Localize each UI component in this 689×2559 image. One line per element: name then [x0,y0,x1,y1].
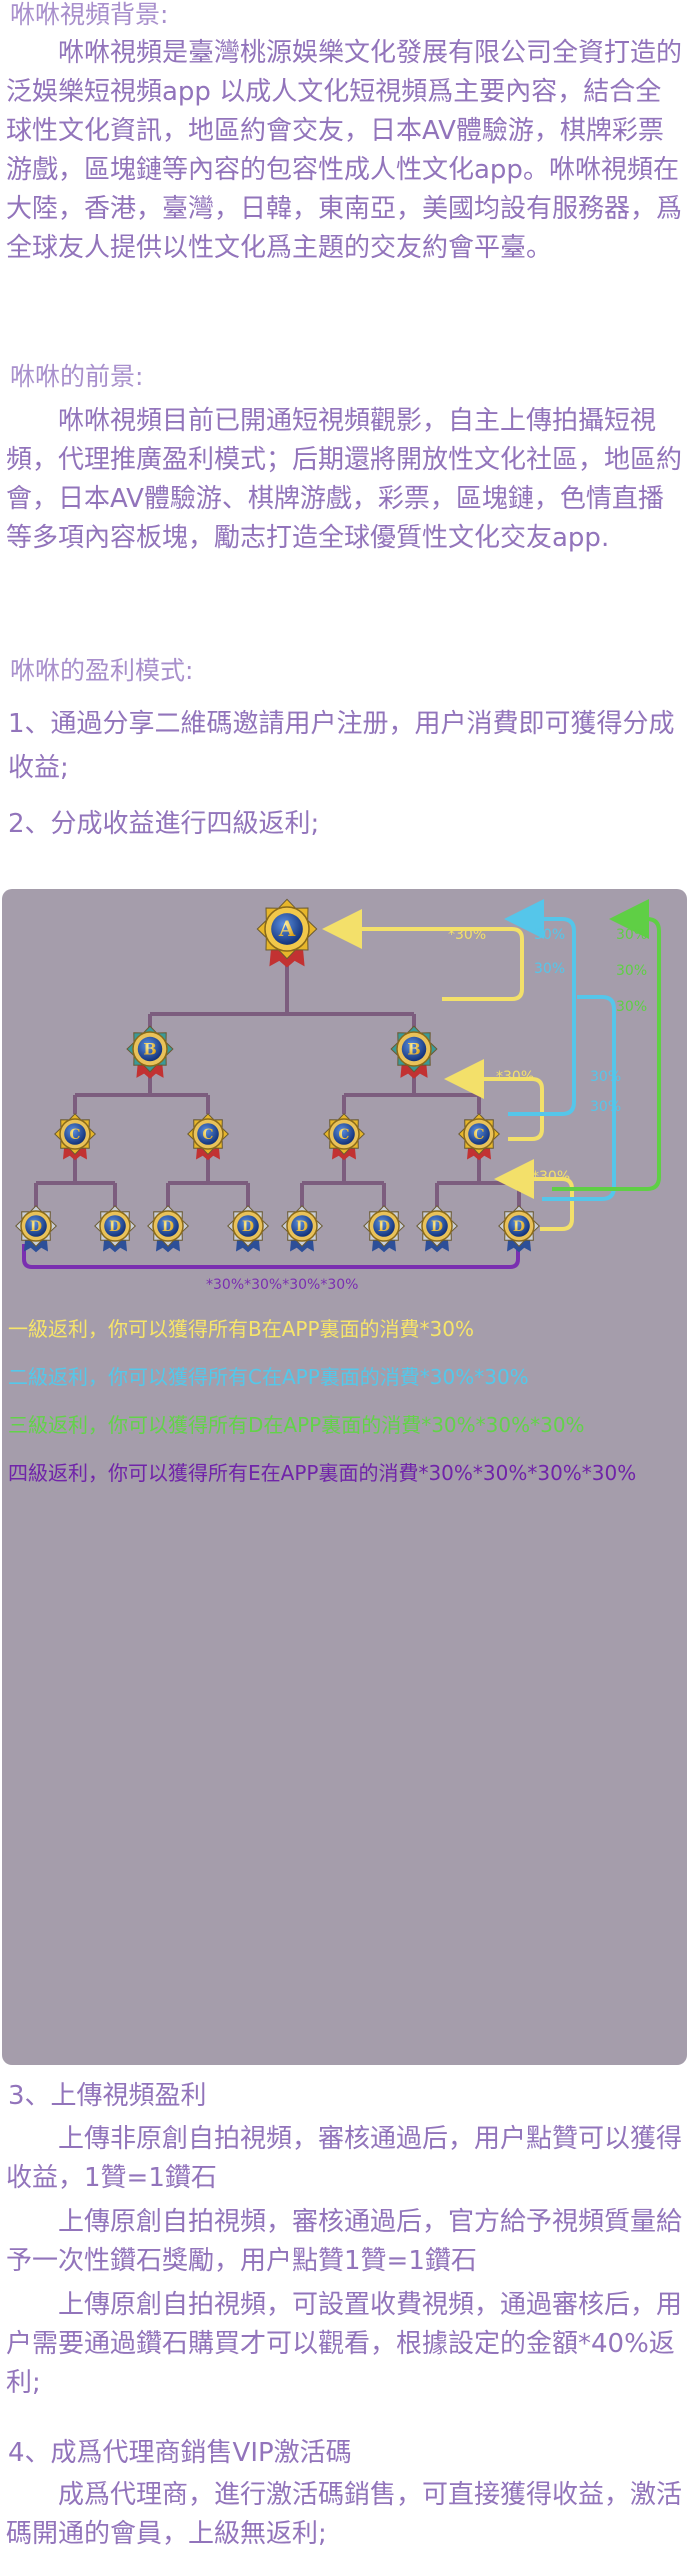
medal-face [157,1215,179,1237]
medal-c-5: C [323,1113,366,1161]
background-paragraph: 咻咻視頻是臺灣桃源娛樂文化發展有限公司全資打造的泛娛樂短視頻app 以成人文化短… [6,38,683,263]
profit-item-2: 2、分成收益進行四級返利; [8,809,320,839]
rebate-tree-diagram: A B B C C C C D D D D D D D D *30% *30% *30% 30% 30% 3… [15,898,661,1293]
medal-face [468,1123,490,1145]
label-yellow-low: *30% [532,1169,570,1185]
profit-heading: 咻咻的盈利模式: [10,656,194,685]
prospect-paragraph: 咻咻視頻目前已開通短視頻觀影，自主上傳拍攝短視頻，代理推廣盈利模式；后期還將開放… [6,406,683,553]
medal-c-6: C [458,1113,501,1161]
medal-letter: C [338,1127,349,1143]
medal-d-11: D [281,1205,324,1253]
medal-face [237,1215,259,1237]
medal-letter: C [202,1127,213,1143]
medal-letter: D [162,1219,174,1235]
agent-line-1: 成爲代理商，進行激活碼銷售，可直接獲得收益，激活碼開通的會員，上級無返利; [6,2480,683,2549]
level-3-text: 三級返利，你可以獲得所有D在APP裏面的消費*30%*30%*30% [8,1413,585,1437]
medal-face [25,1215,47,1237]
label-green-1: 30% [616,927,647,943]
medal-letter: C [473,1127,484,1143]
medal-letter: A [278,916,296,941]
medal-d-8: D [94,1205,137,1253]
faded-watermark-text [10,1505,670,1661]
label-green-2: 30% [616,963,647,979]
medal-face [104,1215,126,1237]
medal-d-14: D [498,1205,541,1253]
label-blue-2: 30% [534,961,565,977]
level-2-text: 二級返利，你可以獲得所有C在APP裏面的消費*30%*30% [8,1365,529,1389]
medal-face [64,1123,86,1145]
medal-letter: D [378,1219,390,1235]
medal-face [508,1215,530,1237]
medal-face [291,1215,313,1237]
rebate-diagram-panel: A B B C C C C D D D D D D D D *30% *30% *30% 30% 30% 3… [2,889,687,2065]
tree-connectors [34,949,521,1209]
medal-face [137,1036,163,1062]
label-blue-1: 30% [534,927,565,943]
upload-heading: 3、上傳視頻盈利 [8,2081,207,2111]
medal-letter: D [513,1219,525,1235]
label-yellow-top: *30% [448,927,486,943]
label-blue-3: 30% [590,1069,621,1085]
green-arrows [552,899,661,1191]
medal-letter: B [143,1039,157,1058]
medal-letter: D [109,1219,121,1235]
medal-letter: D [242,1219,254,1235]
medal-c-3: C [54,1113,97,1161]
upload-line-2: 上傳原創自拍視頻，審核通過后，官方給予視頻質量給予一次性鑽石獎勵，用户點贊1贊=… [6,2207,683,2276]
label-green-3: 30% [616,999,647,1015]
medal-face [271,913,303,945]
prospect-heading: 咻咻的前景: [10,362,144,391]
medal-b-2: B [390,1025,438,1079]
level-4-text: 四級返利，你可以獲得所有E在APP裏面的消費*30%*30%*30%*30% [8,1461,637,1485]
label-yellow-mid: *30% [496,1069,534,1085]
medal-face [426,1215,448,1237]
medal-face [333,1123,355,1145]
medal-a-0: A [256,898,318,968]
medal-letter: C [69,1127,80,1143]
profit-item-1: 1、通過分享二維碼邀請用户注册，用户消費即可獲得分成收益; [8,709,675,783]
medals: A B B C C C C D D D D D D D D [15,898,541,1253]
label-blue-4: 30% [590,1099,621,1115]
medal-d-9: D [147,1205,190,1253]
medal-face [373,1215,395,1237]
medal-b-1: B [126,1025,174,1079]
medal-d-12: D [363,1205,406,1253]
blue-arrows [504,899,616,1201]
medal-d-7: D [15,1205,58,1253]
level-1-text: 一級返利，你可以獲得所有B在APP裏面的消費*30% [8,1317,474,1341]
medal-letter: D [431,1219,443,1235]
label-bottom: *30%*30%*30%*30% [206,1277,358,1293]
medal-face [197,1123,219,1145]
medal-letter: D [30,1219,42,1235]
medal-d-10: D [227,1205,270,1253]
medal-d-13: D [416,1205,459,1253]
background-heading: 咻咻視頻背景: [10,0,169,29]
medal-letter: B [407,1039,421,1058]
medal-face [401,1036,427,1062]
agent-heading: 4、成爲代理商銷售VIP激活碼 [8,2438,352,2468]
medal-letter: D [296,1219,308,1235]
upload-line-1: 上傳非原創自拍視頻，審核通過后，用户點贊可以獲得收益，1贊=1鑽石 [6,2124,683,2193]
medal-c-4: C [187,1113,230,1161]
purple-bracket [22,1244,520,1269]
upload-line-3: 上傳原創自拍視頻，可設置收費視頻，通過審核后，用户需要通過鑽石購買才可以觀看，根… [6,2290,683,2398]
